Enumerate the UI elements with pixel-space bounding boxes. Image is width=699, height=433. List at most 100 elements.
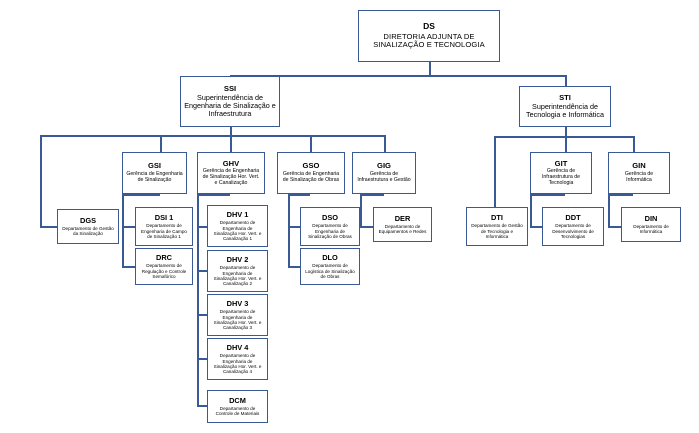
node-der-code: DER <box>394 213 411 223</box>
connector-ghv-to-dhv4 <box>197 358 207 360</box>
node-din-desc: Departamento de Informática <box>633 224 669 235</box>
connector-gig-spine <box>360 194 362 227</box>
connector-sti-to-gin <box>633 136 635 152</box>
node-gso[interactable]: GSO Gerência de Engenharia de Sinalizaçã… <box>277 152 345 194</box>
node-ddt-desc: Departamento de Desenvolvimento de Tecno… <box>552 223 594 239</box>
node-dhv2-code: DHV 2 <box>226 255 249 265</box>
node-ddt-code: DDT <box>565 213 581 223</box>
connector-ssi-to-ghv <box>230 135 232 152</box>
node-gin-code: GIN <box>632 161 646 171</box>
node-der[interactable]: DER Departamento de Equipamentos e Redes <box>373 207 432 242</box>
node-dgs[interactable]: DGS Departamento de Gestão da Sinalizaçã… <box>57 209 119 244</box>
node-dti-desc: Departamento de Gestão de Tecnologia e I… <box>471 223 523 239</box>
connector-gso-to-dlo <box>288 266 300 268</box>
node-dhv4-code: DHV 4 <box>226 343 249 353</box>
node-ddt[interactable]: DDT Departamento de Desenvolvimento de T… <box>542 207 604 246</box>
node-git[interactable]: GIT Gerência de Infraestrutura de Tecnol… <box>530 152 592 194</box>
node-dti[interactable]: DTI Departamento de Gestão de Tecnologia… <box>466 207 528 246</box>
connector-ssi-to-dgs-arm <box>40 226 57 228</box>
node-drc[interactable]: DRC Departamento de Regulação e Controle… <box>135 248 193 285</box>
connector-ssi-bus <box>40 135 384 137</box>
connector-ssi-to-dgs-drop <box>40 135 42 227</box>
connector-sti-stem <box>565 127 567 137</box>
node-dlo[interactable]: DLO Departamento de Logística de Sinaliz… <box>300 248 360 285</box>
connector-sti-bus <box>494 136 634 138</box>
node-ssi-code: SSI <box>223 83 237 93</box>
node-dhv2[interactable]: DHV 2 Departamento de Engenharia de Sina… <box>207 250 268 292</box>
connector-gin-to-din <box>608 226 621 228</box>
connector-ghv-to-dhv2 <box>197 270 207 272</box>
connector-ghv-stem <box>197 194 230 196</box>
node-git-desc: Gerência de Infraestrutura de Tecnologia <box>541 168 581 186</box>
connector-gin-spine <box>608 194 610 227</box>
node-dsi1-code: DSI 1 <box>154 213 174 223</box>
node-ssi-desc: Superintendência de Engenharia de Sinali… <box>184 93 276 119</box>
connector-gsi-to-dsi1 <box>122 226 135 228</box>
node-ghv-desc: Gerência de Engenharia de Sinalização Ho… <box>202 168 260 186</box>
node-dti-code: DTI <box>491 213 503 223</box>
connector-ssi-to-gso <box>310 135 312 152</box>
node-ssi[interactable]: SSI Superintendência de Engenharia de Si… <box>180 76 280 127</box>
connector-ssi-to-gig <box>384 135 386 152</box>
node-der-desc: Departamento de Equipamentos e Redes <box>378 224 427 235</box>
connector-gsi-stem <box>122 194 160 196</box>
connector-ssi-stem <box>230 127 232 136</box>
connector-ssi-to-gsi <box>160 135 162 152</box>
node-ghv[interactable]: GHV Gerência de Engenharia de Sinalizaçã… <box>197 152 265 194</box>
node-dhv2-desc: Departamento de Engenharia de Sinalizaçã… <box>213 265 262 286</box>
connector-sti-to-git <box>565 136 567 152</box>
node-dsi1-desc: Departamento de Engenharia de Campo de S… <box>141 223 187 239</box>
connector-gso-spine <box>288 194 290 267</box>
node-ghv-code: GHV <box>222 158 240 168</box>
node-ds[interactable]: DS DIRETORIA ADJUNTA DE SINALIZAÇÃO E TE… <box>358 10 500 62</box>
node-dlo-desc: Departamento de Logística de Sinalização… <box>305 263 355 279</box>
connector-ghv-spine <box>197 194 199 406</box>
node-dsi1[interactable]: DSI 1 Departamento de Engenharia de Camp… <box>135 207 193 246</box>
connector-gso-stem <box>288 194 310 196</box>
node-dgs-desc: Departamento de Gestão da Sinalização <box>62 226 114 237</box>
connector-gin-stem <box>608 194 633 196</box>
node-dcm-code: DCM <box>229 395 246 405</box>
node-dcm[interactable]: DCM Departamento de Controle de Materiai… <box>207 390 268 423</box>
connector-sti-to-dti-drop <box>494 136 496 226</box>
node-dso-desc: Departamento de Engenharia de Sinalizaçã… <box>308 223 352 239</box>
node-gin[interactable]: GIN Gerência de Informática <box>608 152 670 194</box>
node-dgs-code: DGS <box>79 215 96 225</box>
connector-ds-bus <box>230 75 566 77</box>
connector-gig-to-der <box>360 226 373 228</box>
node-dhv4[interactable]: DHV 4 Departamento de Engenharia de Sina… <box>207 338 268 380</box>
connector-gso-to-dso <box>288 226 300 228</box>
node-sti-code: STI <box>559 92 571 102</box>
connector-ghv-to-dhv1 <box>197 226 207 228</box>
node-dhv3-code: DHV 3 <box>226 299 249 309</box>
node-gig-code: GIG <box>377 161 391 171</box>
node-dlo-code: DLO <box>322 253 338 263</box>
node-din-code: DIN <box>644 213 658 223</box>
node-sti[interactable]: STI Superintendência de Tecnologia e Inf… <box>519 86 611 127</box>
node-gso-code: GSO <box>302 161 320 171</box>
node-drc-code: DRC <box>155 253 172 263</box>
node-gin-desc: Gerência de Informática <box>624 170 654 183</box>
node-dhv3-desc: Departamento de Engenharia de Sinalizaçã… <box>213 309 262 330</box>
node-dhv1-desc: Departamento de Engenharia de Sinalizaçã… <box>213 220 262 241</box>
connector-git-to-ddt <box>530 226 542 228</box>
node-dso[interactable]: DSO Departamento de Engenharia de Sinali… <box>300 207 360 246</box>
node-ds-desc: DIRETORIA ADJUNTA DE SINALIZAÇÃO E TECNO… <box>373 31 485 50</box>
node-gsi[interactable]: GSI Gerência de Engenharia de Sinalizaçã… <box>122 152 187 194</box>
node-gig[interactable]: GIG Gerência de Infraestrutura e Gestão <box>352 152 416 194</box>
connector-ghv-to-dcm <box>197 405 207 407</box>
connector-ds-stem <box>429 62 431 76</box>
node-ds-code: DS <box>423 21 435 32</box>
connector-gsi-spine <box>122 194 124 267</box>
node-dhv1[interactable]: DHV 1 Departamento de Engenharia de Sina… <box>207 205 268 247</box>
node-git-code: GIT <box>554 158 568 168</box>
node-dhv4-desc: Departamento de Engenharia de Sinalizaçã… <box>213 353 262 374</box>
node-dhv3[interactable]: DHV 3 Departamento de Engenharia de Sina… <box>207 294 268 336</box>
connector-gig-stem <box>360 194 384 196</box>
connector-git-stem <box>530 194 565 196</box>
node-dhv1-code: DHV 1 <box>226 210 249 220</box>
node-din[interactable]: DIN Departamento de Informática <box>621 207 681 242</box>
node-gsi-desc: Gerência de Engenharia de Sinalização <box>126 170 183 183</box>
node-gsi-code: GSI <box>147 161 162 171</box>
